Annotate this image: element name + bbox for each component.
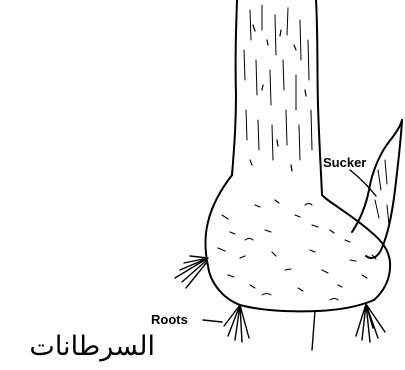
roots — [175, 256, 385, 350]
arabic-caption: السرطانات — [29, 333, 155, 360]
roots-leader-line — [203, 320, 222, 322]
corm — [205, 175, 390, 311]
pseudostem — [232, 0, 322, 195]
roots-label: Roots — [151, 313, 188, 326]
sucker-label: Sucker — [323, 156, 366, 169]
